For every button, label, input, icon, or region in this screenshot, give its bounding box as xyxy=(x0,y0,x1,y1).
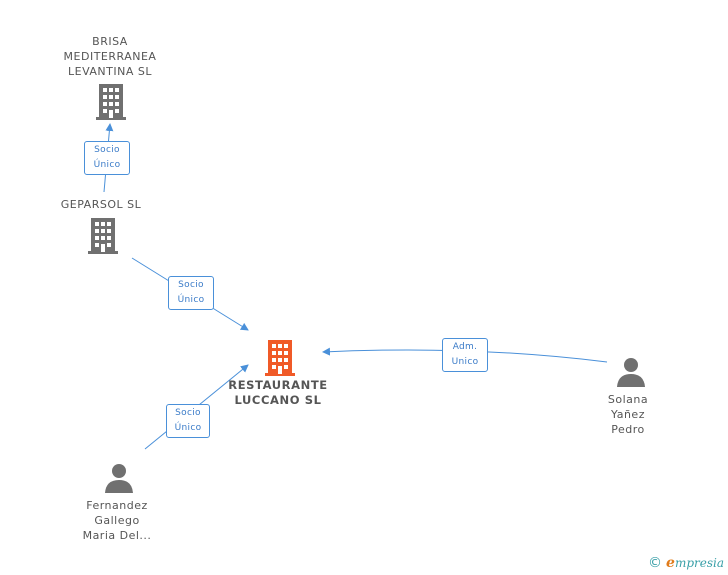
brand-logo[interactable]: empresia xyxy=(666,555,724,571)
edge-label-fernandez-restaurante: Socio Único xyxy=(166,404,210,438)
edge-label-geparsol-restaurante: Socio Único xyxy=(168,276,214,310)
node-label-line: Gallego xyxy=(94,514,140,527)
building-icon[interactable] xyxy=(88,218,118,254)
edge-label-line: Único xyxy=(93,160,121,170)
person-icon[interactable] xyxy=(104,463,134,493)
edge-label-line: Socio xyxy=(175,408,201,418)
node-label-solana: Solana Yañez Pedro xyxy=(608,392,648,437)
edge-label-solana-restaurante: Adm. Unico xyxy=(442,338,488,372)
node-label-fernandez: Fernandez Gallego Maria Del... xyxy=(83,498,152,543)
node-label-brisa: BRISA MEDITERRANEA LEVANTINA SL xyxy=(64,34,157,79)
node-label-line: GEPARSOL SL xyxy=(60,198,142,211)
edge-label-line: Socio xyxy=(178,280,204,290)
node-label-line: Maria Del... xyxy=(82,529,152,542)
footer-brand: © empresia xyxy=(648,554,724,572)
node-label-line: Pedro xyxy=(611,423,645,436)
building-icon[interactable] xyxy=(265,340,295,376)
node-label-geparsol: GEPARSOL SL xyxy=(61,197,141,212)
node-label-line: RESTAURANTE xyxy=(228,378,328,392)
node-label-line: MEDITERRANEA xyxy=(63,50,157,63)
edge-label-geparsol-brisa: Socio Único xyxy=(84,141,130,175)
node-label-line: LEVANTINA SL xyxy=(68,65,152,78)
edge-label-line: Único xyxy=(174,423,202,433)
node-label-line: Fernandez xyxy=(86,499,148,512)
edge-label-line: Socio xyxy=(94,145,120,155)
person-icon[interactable] xyxy=(616,357,646,387)
edge-label-line: Único xyxy=(177,295,205,305)
edge-label-line: Unico xyxy=(451,357,479,367)
edge-label-line: Adm. xyxy=(452,342,478,352)
node-label-line: Solana xyxy=(607,393,649,406)
node-label-line: Yañez xyxy=(611,408,645,421)
node-label-restaurante: RESTAURANTE LUCCANO SL xyxy=(228,378,328,408)
building-icon[interactable] xyxy=(96,84,126,120)
node-label-line: LUCCANO SL xyxy=(234,393,322,407)
brand-initial: e xyxy=(666,555,675,571)
copyright-symbol: © xyxy=(648,555,663,571)
brand-rest: mpresia xyxy=(674,556,724,570)
node-label-line: BRISA xyxy=(92,35,128,48)
